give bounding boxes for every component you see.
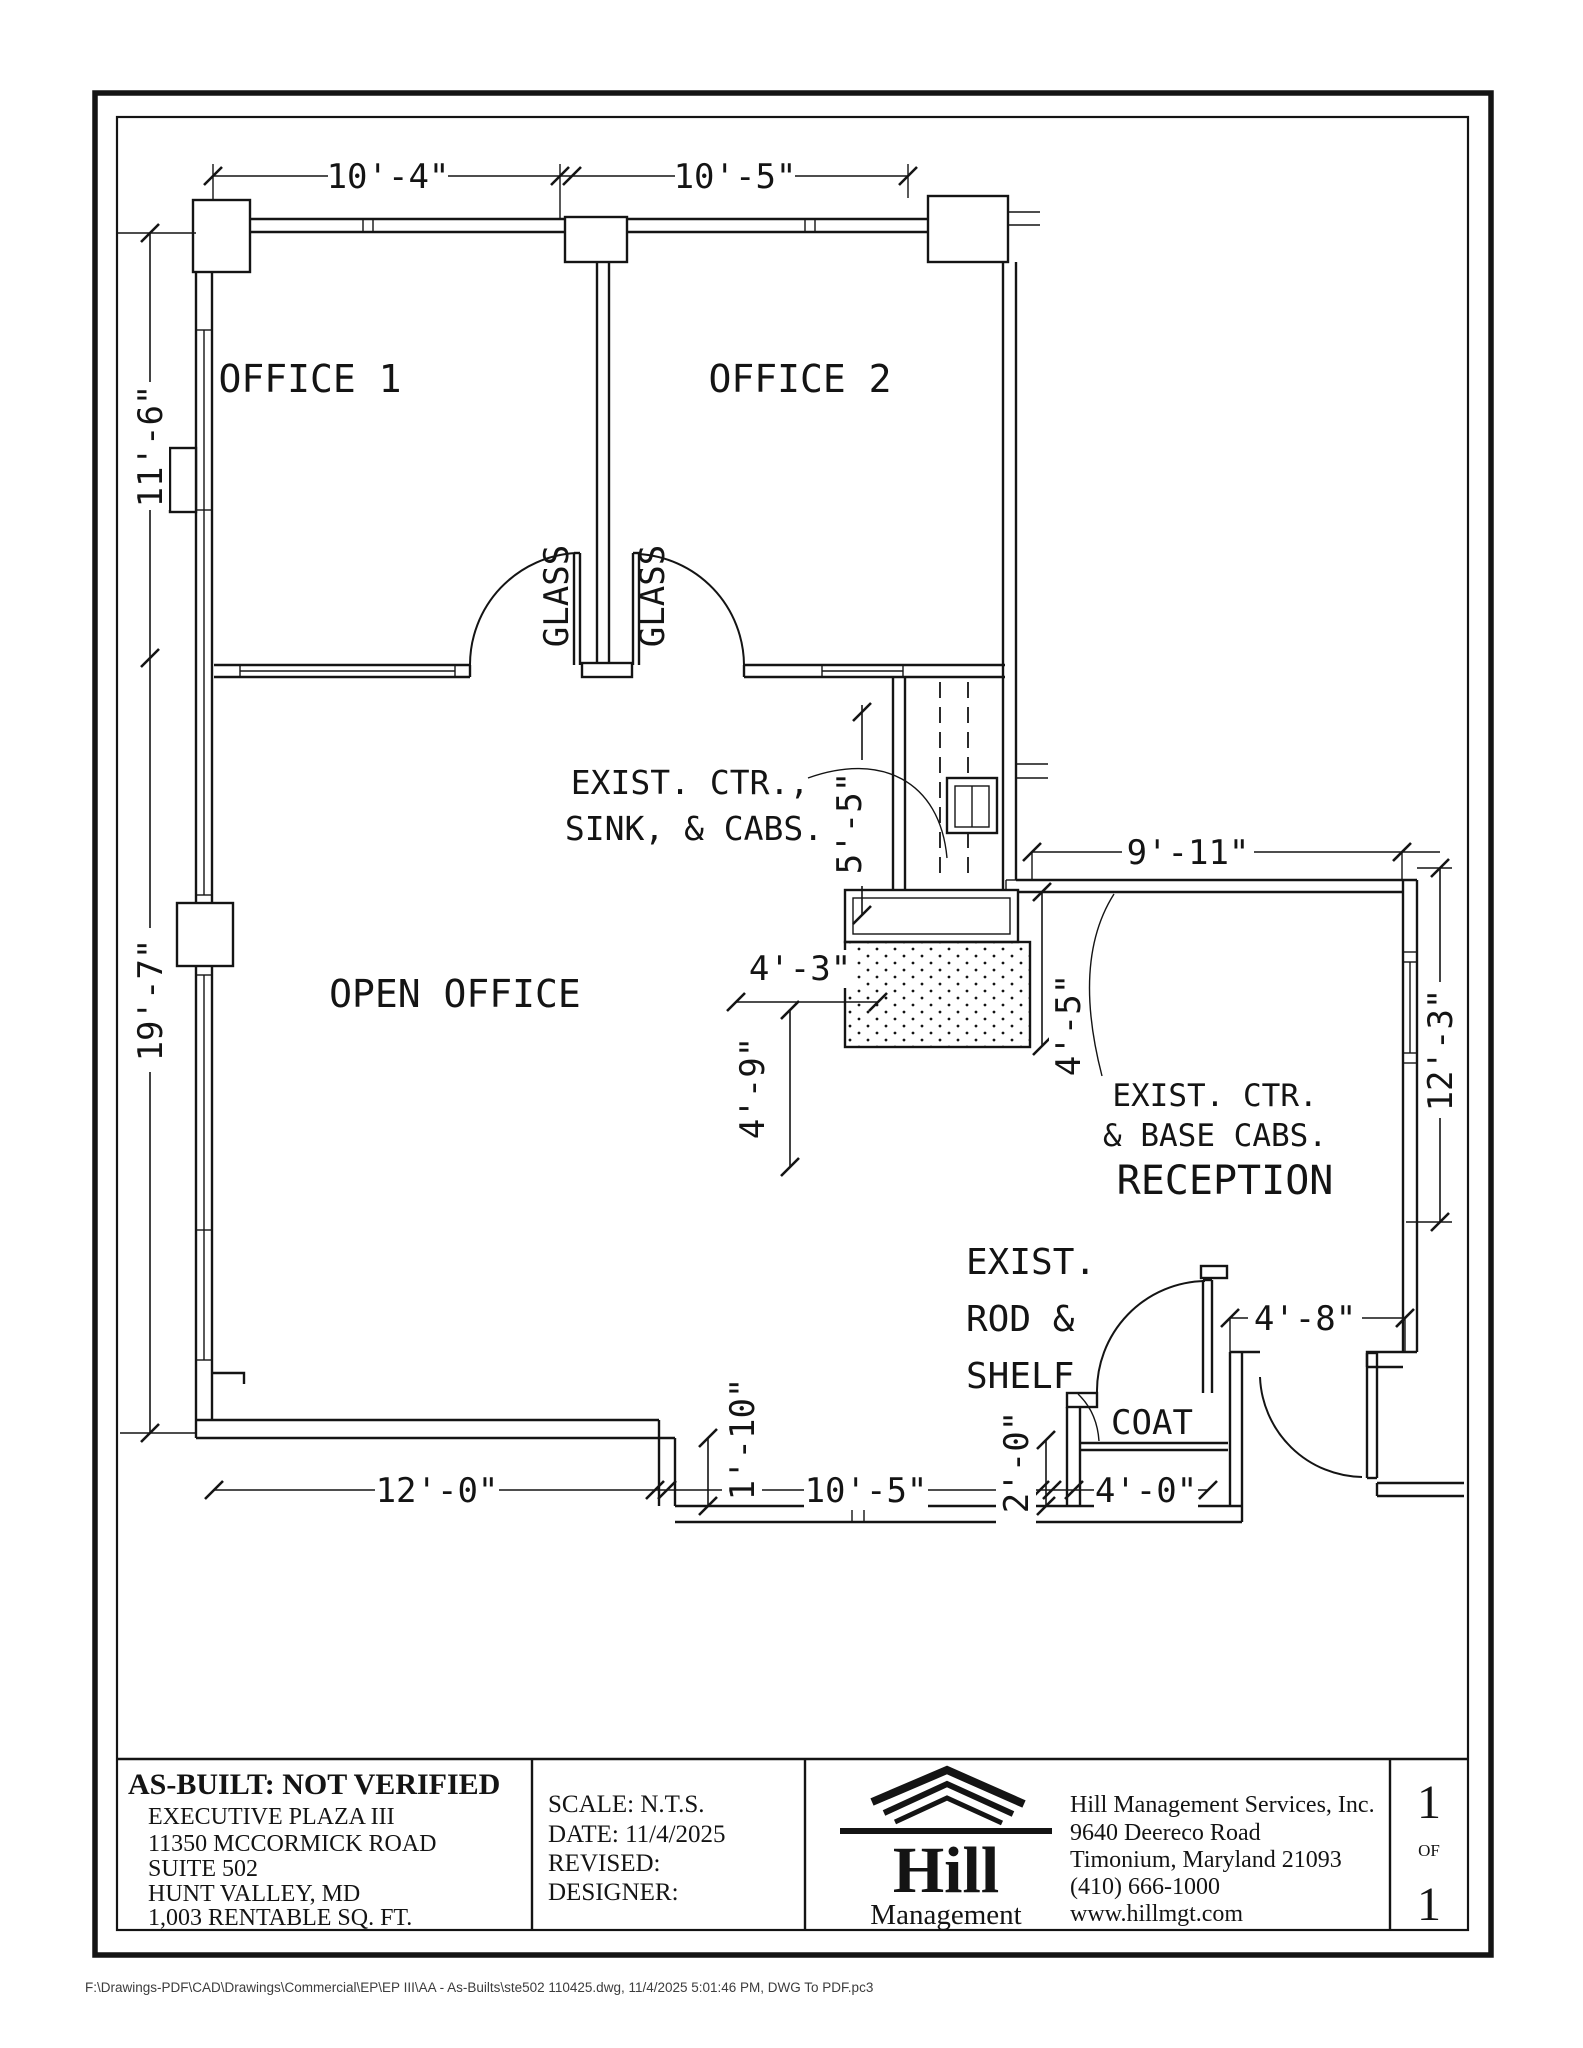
note-rod-shelf-line2: ROD & <box>966 1299 1075 1340</box>
note-rod-shelf-line3: SHELF <box>966 1356 1074 1397</box>
company-line3: Timonium, Maryland 21093 <box>1070 1847 1342 1873</box>
title-property-line5: 1,003 RENTABLE SQ. FT. <box>148 1905 412 1931</box>
coat-jamb-top <box>1199 1264 1229 1280</box>
dim-coat-width: 4'-0" <box>1095 1471 1197 1511</box>
note-sink-line1: EXIST. CTR., <box>571 763 809 802</box>
entry-door-arc <box>1259 1376 1363 1478</box>
title-property-line2: 11350 MCCORMICK ROAD <box>148 1831 436 1857</box>
dim-reception-counter: 4'-5" <box>1049 974 1089 1076</box>
title-property-line4: HUNT VALLEY, MD <box>148 1881 360 1907</box>
note-rod-shelf-line1: EXIST. <box>966 1242 1096 1283</box>
company-line4: (410) 666-1000 <box>1070 1874 1220 1900</box>
column-ne <box>926 194 1010 264</box>
room-label-office1: OFFICE 1 <box>218 357 401 401</box>
office2-door-arc <box>637 553 745 666</box>
column-west <box>175 901 235 968</box>
company-line2: 9640 Deereco Road <box>1070 1820 1261 1846</box>
title-property-line3: SUITE 502 <box>148 1856 258 1882</box>
dim-reception-height: 12'-3" <box>1421 989 1461 1112</box>
mullion-center <box>563 215 629 264</box>
entry-jamb-step <box>1365 1350 1417 1367</box>
leader-rod-shelf-note <box>1077 1393 1100 1442</box>
counter-base-cabinets <box>843 940 1032 1049</box>
doors <box>468 551 1379 1480</box>
room-label-open-office: OPEN OFFICE <box>329 972 581 1016</box>
note-base-cabs-line1: EXIST. CTR. <box>1112 1078 1317 1114</box>
room-label-coat: COAT <box>1111 1403 1193 1443</box>
office1-door-arc <box>468 552 577 666</box>
dim-niche: 5'-5" <box>830 772 870 874</box>
dim-left-lower: 19'-7" <box>131 939 171 1062</box>
dim-entry: 4'-8" <box>1254 1299 1356 1339</box>
room-label-reception: RECEPTION <box>1117 1158 1334 1204</box>
footer-file-path: F:\Drawings-PDF\CAD\Drawings\Commercial\… <box>85 1980 873 1995</box>
hill-logo-icon <box>840 1765 1052 1834</box>
west-wall-jamb <box>168 446 198 514</box>
dim-top-left: 10'-4" <box>327 157 450 197</box>
dim-bottom-mid: 10'-5" <box>805 1471 928 1511</box>
title-scale: SCALE: N.T.S. <box>548 1791 705 1818</box>
coat-jamb-left <box>1065 1391 1099 1409</box>
title-block: AS-BUILT: NOT VERIFIED EXECUTIVE PLAZA I… <box>117 1757 1468 1931</box>
page-of: OF <box>1418 1841 1440 1860</box>
west-wall-step <box>212 1371 246 1384</box>
dim-counter-width: 4'-3" <box>749 949 851 989</box>
note-sink-line2: SINK, & CABS. <box>565 809 823 848</box>
dim-step: 1'-10" <box>723 1378 763 1501</box>
dimensions: 10'-4" 10'-5" 11'-6" 19'-7" 5'-5" 4'-3" … <box>118 157 1461 1524</box>
title-date: DATE: 11/4/2025 <box>548 1821 726 1848</box>
title-revised: REVISED: <box>548 1850 661 1877</box>
company-line1: Hill Management Services, Inc. <box>1070 1792 1375 1818</box>
dim-reception-width: 9'-11" <box>1127 833 1250 873</box>
partition-end-cap <box>580 661 634 679</box>
logo-subname: Management <box>870 1899 1021 1931</box>
title-property-line1: EXECUTIVE PLAZA III <box>148 1804 395 1830</box>
room-label-office2: OFFICE 2 <box>708 357 891 401</box>
walls <box>168 194 1464 1524</box>
page-number: 1 <box>1417 1776 1441 1829</box>
coat-door-arc <box>1095 1280 1206 1394</box>
page-total: 1 <box>1417 1878 1441 1931</box>
dim-bottom-left: 12'-0" <box>376 1471 499 1511</box>
title-designer: DESIGNER: <box>548 1879 679 1906</box>
title-status: AS-BUILT: NOT VERIFIED <box>128 1768 500 1801</box>
column-nw <box>191 198 252 274</box>
leader-base-cabs-note <box>1088 893 1115 1077</box>
dim-left-upper: 11'-6" <box>131 385 171 508</box>
leader-sink-note <box>807 767 948 859</box>
note-base-cabs-line2: & BASE CABS. <box>1103 1118 1327 1154</box>
glass-label-left: GLASS <box>537 545 577 647</box>
sheet-borders <box>92 90 1494 1958</box>
dim-counter-height: 4'-9" <box>733 1037 773 1139</box>
fixtures <box>843 682 1228 1452</box>
company-line5: www.hillmgt.com <box>1070 1901 1243 1927</box>
dim-coat-depth: 2'-0" <box>997 1411 1037 1513</box>
dim-top-right: 10'-5" <box>674 157 797 197</box>
logo-name: Hill <box>893 1834 999 1907</box>
glass-label-right: GLASS <box>633 545 673 647</box>
labels: OFFICE 1 OFFICE 2 OPEN OFFICE RECEPTION … <box>218 357 1333 1443</box>
